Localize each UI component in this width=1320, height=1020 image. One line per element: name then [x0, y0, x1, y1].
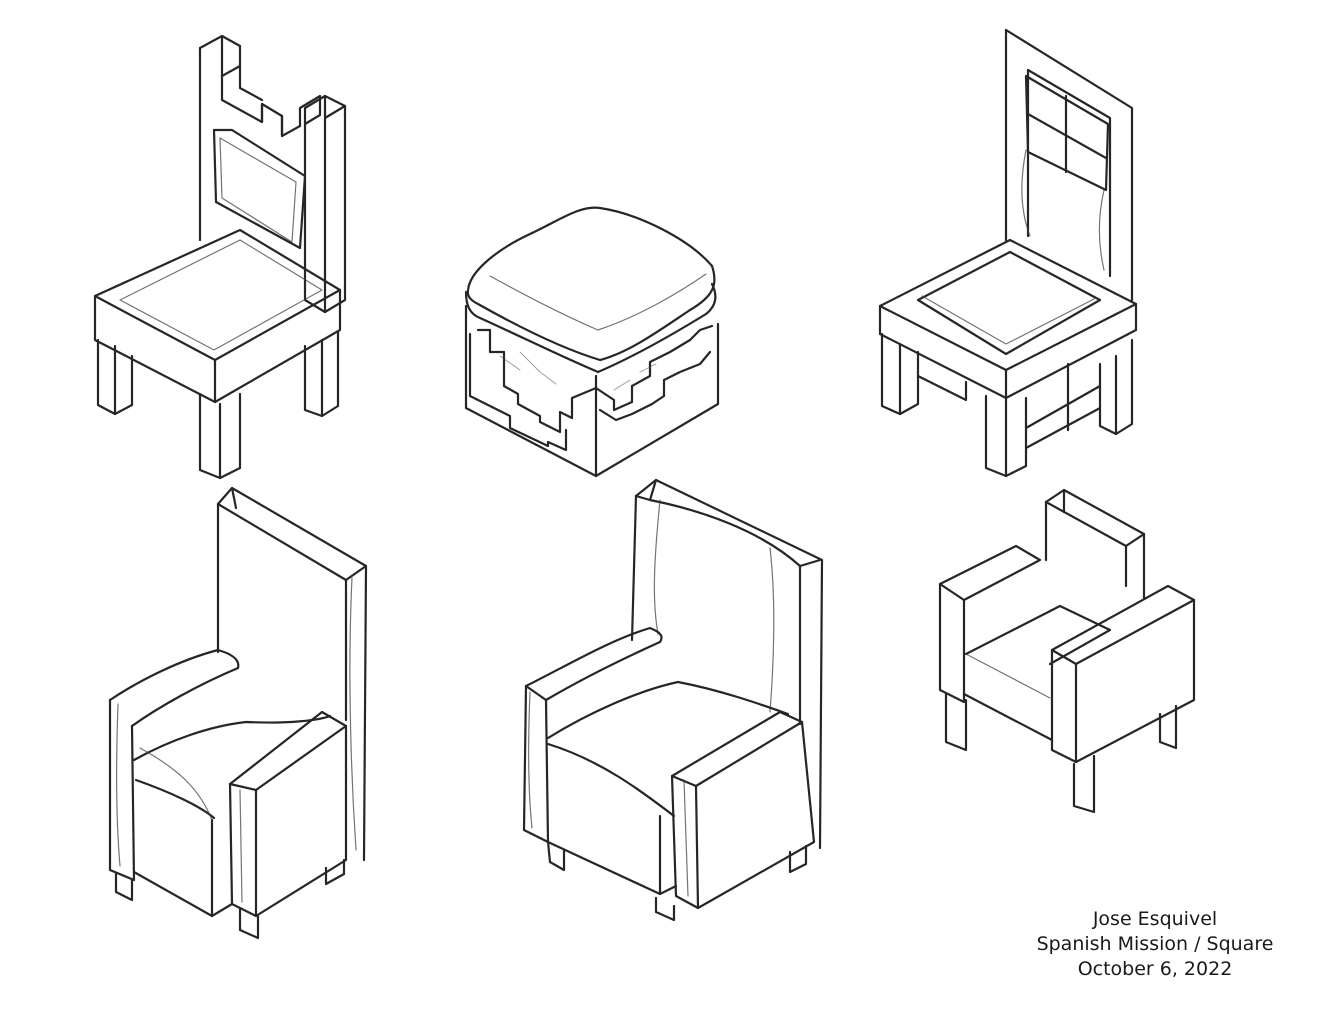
- sketch-caption: Jose Esquivel Spanish Mission / Square O…: [1020, 907, 1290, 982]
- sketch-date: October 6, 2022: [1077, 958, 1233, 980]
- wingback-armchair-sketch: [522, 478, 824, 922]
- high-back-armchair-sketch: [108, 486, 368, 940]
- stepped-crest-chair-sketch: [93, 34, 347, 480]
- ottoman-sketch: [464, 206, 720, 478]
- tall-back-chair-sketch: [878, 28, 1138, 478]
- author-name: Jose Esquivel: [1092, 908, 1218, 930]
- cube-armchair-sketch: [938, 488, 1196, 814]
- style-title: Spanish Mission / Square: [1036, 933, 1274, 955]
